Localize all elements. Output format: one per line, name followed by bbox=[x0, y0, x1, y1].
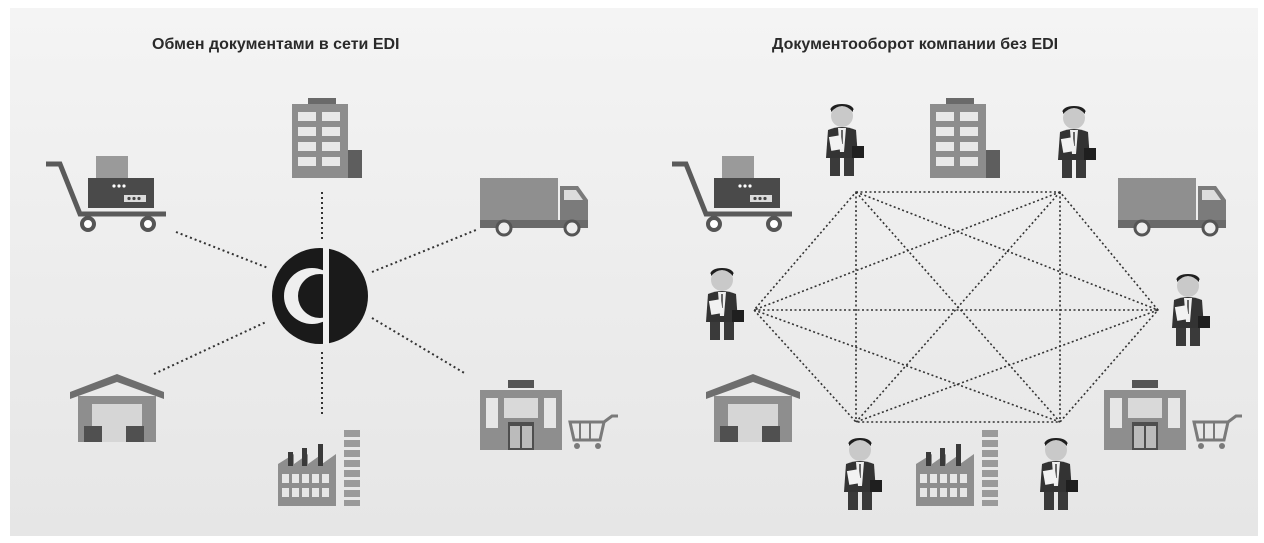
shop-with-cart-icon bbox=[478, 378, 620, 452]
hand-truck-with-boxes-icon bbox=[46, 156, 166, 230]
mesh-line bbox=[855, 191, 1061, 423]
connector-hub-warehouse bbox=[153, 321, 267, 375]
delivery-truck-icon bbox=[478, 176, 590, 237]
connector-hub-truck bbox=[371, 229, 477, 273]
delivery-truck-icon bbox=[1116, 176, 1228, 237]
businessman-icon bbox=[826, 104, 864, 176]
shop-with-cart-icon bbox=[1102, 378, 1244, 452]
mesh-line bbox=[753, 191, 1061, 311]
mesh-line bbox=[753, 309, 1061, 423]
hand-truck-with-boxes-icon bbox=[672, 156, 792, 230]
businessman-icon bbox=[706, 268, 744, 340]
businessman-icon bbox=[1058, 106, 1096, 178]
right-connector-mesh bbox=[752, 191, 1160, 423]
left-panel-title: Обмен документами в сети EDI bbox=[152, 36, 400, 53]
mesh-line bbox=[855, 191, 1159, 311]
office-building-icon bbox=[930, 98, 1000, 178]
edi-hub-logo-icon bbox=[272, 248, 368, 344]
mesh-outline bbox=[752, 191, 1160, 423]
connector-hub-cart bbox=[175, 231, 269, 269]
connector-hub-shop bbox=[371, 317, 467, 375]
right-panel-title: Документооборот компании без EDI bbox=[772, 36, 1059, 53]
office-building-icon bbox=[292, 98, 362, 178]
businessman-icon bbox=[844, 438, 882, 510]
left-connectors bbox=[153, 192, 477, 414]
factory-icon bbox=[916, 430, 998, 506]
businessman-icon bbox=[1172, 274, 1210, 346]
warehouse-icon bbox=[70, 374, 164, 442]
factory-icon bbox=[278, 430, 360, 506]
warehouse-icon bbox=[706, 374, 800, 442]
businessman-icon bbox=[1040, 438, 1078, 510]
